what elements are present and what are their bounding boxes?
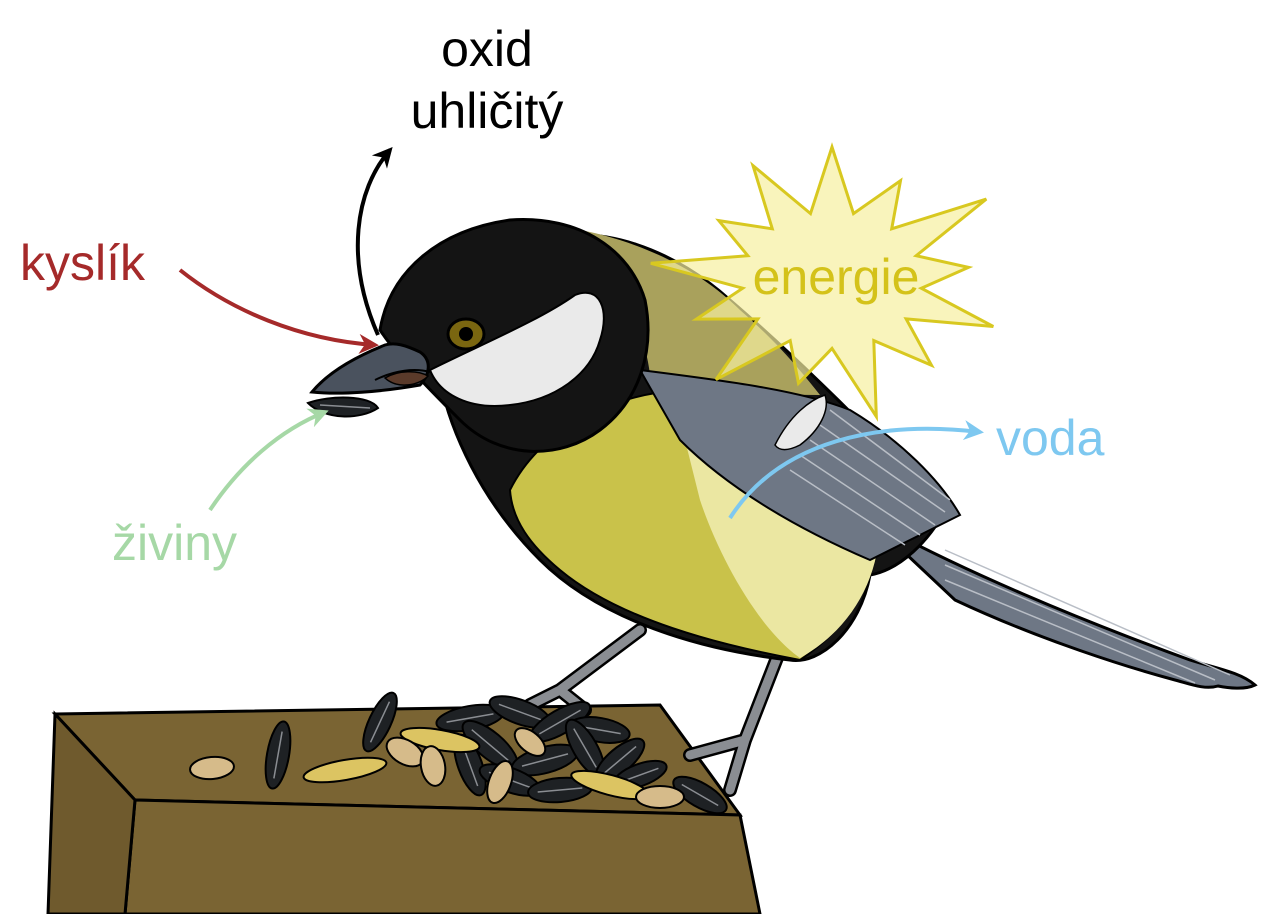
energy-burst-icon bbox=[650, 142, 995, 422]
seed-stripe bbox=[539, 709, 581, 735]
co2-arrow bbox=[355, 146, 393, 336]
water-arrow bbox=[728, 420, 984, 520]
energy-label: energie bbox=[753, 249, 920, 305]
seed-stripe bbox=[573, 728, 597, 768]
seed-stripe bbox=[537, 787, 583, 793]
seed-icon bbox=[635, 785, 685, 809]
co2-label-line2: uhličitý bbox=[411, 83, 564, 139]
water-label: voda bbox=[996, 410, 1105, 466]
bird-tail bbox=[868, 518, 1258, 690]
seed-icon bbox=[513, 727, 547, 757]
oxygen-label: kyslík bbox=[20, 235, 146, 291]
seed-stripe bbox=[521, 753, 569, 767]
seed-stripe bbox=[681, 783, 719, 807]
seed-stripe bbox=[273, 731, 283, 779]
seed-pile-icon bbox=[189, 691, 728, 815]
seed-icon bbox=[486, 759, 514, 805]
seed-icon bbox=[302, 756, 388, 784]
oxygen-arrow bbox=[178, 268, 379, 354]
seed-icon bbox=[189, 755, 235, 781]
bird-legs bbox=[523, 623, 787, 797]
seed-stripe bbox=[446, 713, 494, 723]
co2-label-line1: oxid bbox=[441, 21, 533, 77]
seed-stripe bbox=[369, 701, 391, 743]
seed-icon bbox=[419, 745, 447, 787]
nutrients-label: živiny bbox=[112, 515, 237, 571]
great-tit-bird-icon bbox=[309, 218, 962, 662]
nutrients-arrow bbox=[208, 408, 329, 512]
seed-stripe bbox=[471, 729, 509, 761]
seed-stripe bbox=[579, 725, 621, 735]
seed-stripe bbox=[498, 703, 542, 721]
seed-stripe bbox=[603, 745, 637, 775]
